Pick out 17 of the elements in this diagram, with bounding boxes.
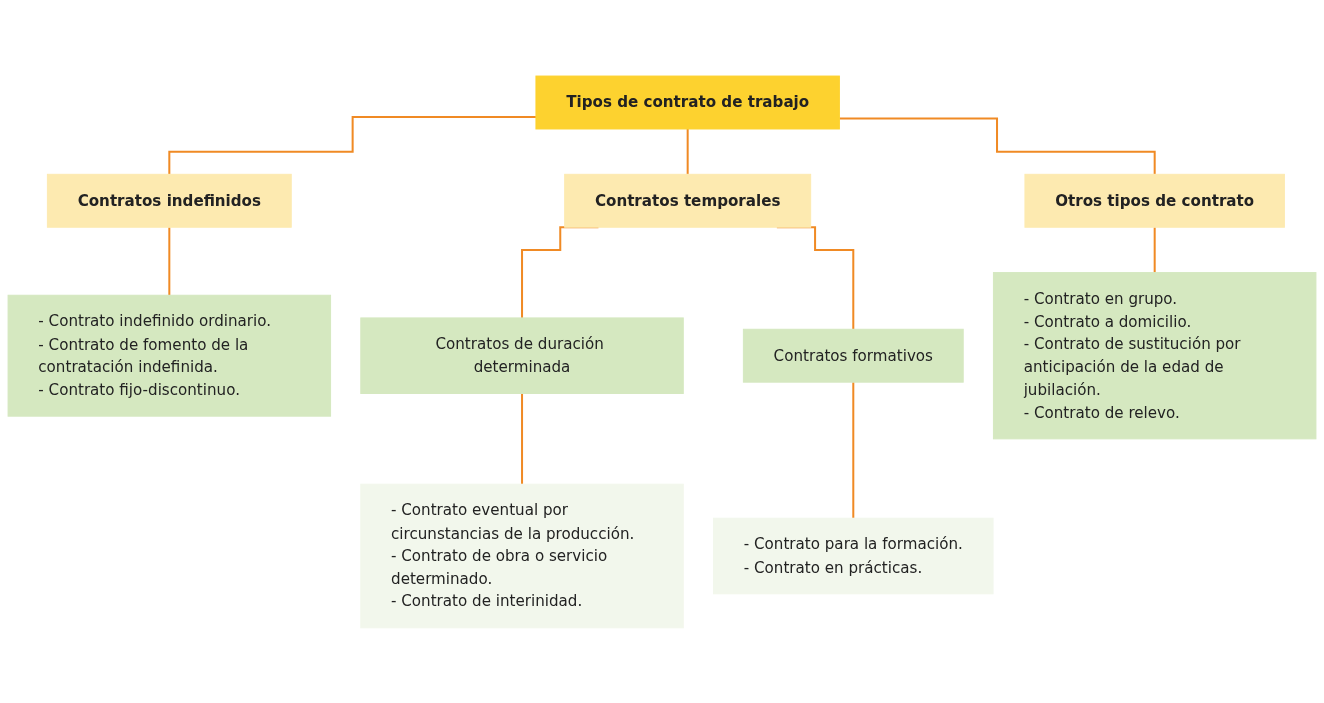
- connector: [852, 380, 855, 519]
- node-box: Otros tipos de contrato: [1024, 173, 1285, 228]
- connector: [521, 392, 524, 485]
- node-box: - Contrato eventual por circunstancias de la producción. - Contrato de obra o servicio determinado. - Contrato de interinidad.: [360, 483, 684, 628]
- node-box: - Contrato indefinido ordinario. - Contrato de fomento de la contratación indefinida. - Contrato fijo-discontinuo.: [7, 294, 332, 417]
- node-box: Tipos de contrato de trabajo: [535, 75, 840, 130]
- connector: [1153, 225, 1156, 274]
- node-box: Contratos de duración determinada: [360, 317, 684, 394]
- node-box: Contratos indefinidos: [46, 173, 292, 228]
- connector: [168, 225, 171, 296]
- connector: [168, 115, 536, 175]
- connector: [686, 127, 689, 175]
- connector: [839, 117, 1156, 175]
- node-box: - Contrato para la formación. - Contrato en prácticas.: [713, 517, 994, 594]
- node-box: Contratos temporales: [564, 173, 812, 228]
- node-box: - Contrato en grupo. - Contrato a domicilio. - Contrato de sustitución por anticipación de la edad de jubilación. - Contrato de relevo.: [992, 271, 1317, 439]
- node-box: Contratos formativos: [742, 328, 964, 383]
